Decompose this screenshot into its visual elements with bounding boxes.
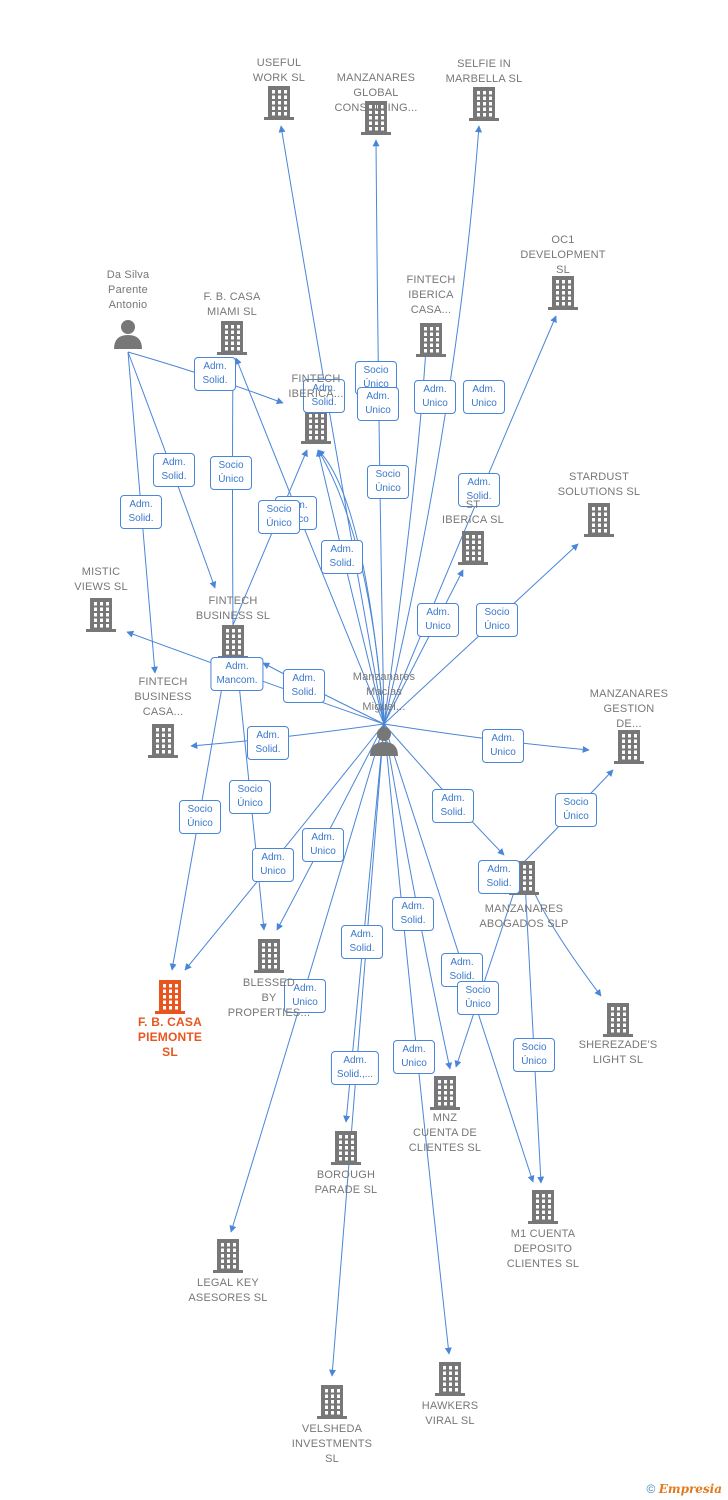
node-label-fbmiami[interactable]: F. B. CASA MIAMI SL	[203, 291, 261, 318]
edge-manzanares-to-blessed	[276, 723, 385, 931]
building-icon[interactable]	[217, 321, 247, 355]
empresia-logo: Empresia	[658, 1482, 722, 1496]
edge-label-adm-unico[interactable]: Adm. Unico	[284, 979, 326, 1013]
node-label-m1[interactable]: M1 CUENTA DEPOSITO CLIENTES SL	[506, 1228, 580, 1270]
edge-label-adm-unico[interactable]: Adm. Unico	[463, 380, 505, 414]
edge-manzanares-to-fintibcasa	[383, 329, 431, 725]
edge-label-adm-unico[interactable]: Adm. Unico	[302, 828, 344, 862]
node-label-selfie[interactable]: SELFIE IN MARBELLA SL	[445, 58, 523, 85]
node-label-fintbuscasa[interactable]: FINTECH BUSINESS CASA...	[134, 676, 192, 718]
edge-label-adm-solid[interactable]: Adm. Solid.	[341, 925, 383, 959]
building-icon[interactable]	[458, 531, 488, 565]
node-label-mnz[interactable]: MNZ CUENTA DE CLIENTES SL	[408, 1112, 482, 1154]
building-icon[interactable]	[435, 1362, 465, 1396]
building-icon[interactable]	[603, 1003, 633, 1037]
edge-label-socio-nico[interactable]: Socio Único	[555, 793, 597, 827]
building-icon[interactable]	[584, 503, 614, 537]
edge-label-adm-unico[interactable]: Adm. Unico	[252, 848, 294, 882]
building-icon[interactable]	[148, 724, 178, 758]
edge-label-adm-solid[interactable]: Adm. Solid.,...	[330, 1051, 380, 1085]
node-label-hawkers[interactable]: HAWKERS VIRAL SL	[421, 1400, 479, 1427]
node-label-fbpiemonte[interactable]: F. B. CASA PIEMONTE SL	[137, 1015, 203, 1059]
building-icon[interactable]	[361, 101, 391, 135]
building-icon[interactable]	[528, 1190, 558, 1224]
edge-label-socio-nico[interactable]: Socio Único	[513, 1038, 555, 1072]
edge-label-socio-nico[interactable]: Socio Único	[210, 456, 252, 490]
node-label-mabogados[interactable]: MANZANARES ABOGADOS SLP	[479, 903, 569, 930]
node-label-sherezade[interactable]: SHEREZADE'S LIGHT SL	[578, 1039, 658, 1066]
node-label-fintibcasa[interactable]: FINTECH IBERICA CASA...	[406, 274, 456, 316]
building-icon[interactable]	[254, 939, 284, 973]
node-label-legalkey[interactable]: LEGAL KEY ASESORES SL	[188, 1277, 268, 1304]
edge-mabogados-to-m1	[523, 861, 545, 1184]
edge-label-adm-unico[interactable]: Adm. Unico	[414, 380, 456, 414]
building-icon[interactable]	[155, 980, 185, 1014]
node-label-mgestion[interactable]: MANZANARES GESTION DE...	[589, 688, 669, 730]
edge-fintbus-to-fbmiami	[229, 359, 237, 626]
edge-label-socio-nico[interactable]: Socio Único	[258, 500, 300, 534]
node-label-useful[interactable]: USEFUL WORK SL	[252, 57, 306, 84]
edge-label-adm-solid[interactable]: Adm. Solid.	[458, 473, 500, 507]
edge-label-adm-solid[interactable]: Adm. Solid.	[432, 789, 474, 823]
edge-label-adm-unico[interactable]: Adm. Unico	[393, 1040, 435, 1074]
edge-label-adm-solid[interactable]: Adm. Solid.	[194, 357, 236, 391]
edge-label-adm-solid[interactable]: Adm. Solid.	[120, 495, 162, 529]
node-label-stardust[interactable]: STARDUST SOLUTIONS SL	[557, 471, 641, 498]
node-label-mistic[interactable]: MISTIC VIEWS SL	[74, 566, 128, 593]
edge-label-adm-solid[interactable]: Adm. Solid.	[153, 453, 195, 487]
edge-label-socio-nico[interactable]: Socio Único	[229, 780, 271, 814]
node-label-mglobal[interactable]: MANZANARES GLOBAL CONSULTING...	[334, 72, 418, 114]
edge-label-adm-unico[interactable]: Adm. Unico	[357, 387, 399, 421]
node-label-dasilva[interactable]: Da Silva Parente Antonio	[106, 269, 150, 311]
edge-label-adm-solid[interactable]: Adm. Solid.	[303, 379, 345, 413]
person-icon[interactable]	[370, 727, 398, 756]
building-icon[interactable]	[86, 598, 116, 632]
edge-manzanares-to-stiberica	[383, 569, 464, 725]
edge-manzanares-to-fintib	[316, 449, 385, 725]
node-label-velsheda[interactable]: VELSHEDA INVESTMENTS SL	[291, 1423, 373, 1465]
node-label-fintbus[interactable]: FINTECH BUSINESS SL	[195, 595, 271, 622]
building-icon[interactable]	[469, 87, 499, 121]
edge-label-socio-nico[interactable]: Socio Único	[179, 800, 221, 834]
building-icon[interactable]	[218, 625, 248, 659]
building-icon[interactable]	[331, 1131, 361, 1165]
edge-label-socio-nico[interactable]: Socio Único	[367, 465, 409, 499]
edge-manzanares-to-useful	[278, 125, 385, 725]
node-label-manzanares[interactable]: Manzanares Macias Miguel...	[352, 671, 416, 713]
edge-manzanares-to-oc1	[383, 315, 557, 725]
node-label-fintib[interactable]: FINTECH IBERICA...	[288, 373, 344, 400]
edge-label-adm-solid[interactable]: Adm. Solid.	[283, 669, 325, 703]
building-icon[interactable]	[614, 730, 644, 764]
node-label-blessed[interactable]: BLESSED BY PROPERTIES...	[227, 977, 311, 1019]
building-icon[interactable]	[548, 276, 578, 310]
edge-label-adm-unico[interactable]: Adm. Unico	[482, 729, 524, 763]
edge-manzanares-to-selfie	[383, 125, 483, 725]
edge-label-adm-solid[interactable]: Adm. Solid.	[478, 860, 520, 894]
building-icon[interactable]	[430, 1076, 460, 1110]
node-label-stiberica[interactable]: ST IBERICA SL	[442, 499, 504, 526]
person-icon[interactable]	[114, 320, 142, 349]
edge-label-adm-mancom[interactable]: Adm. Mancom.	[210, 657, 264, 691]
building-icon[interactable]	[317, 1385, 347, 1419]
edge-label-adm-solid[interactable]: Adm. Solid.	[392, 897, 434, 931]
edge-label-socio-nico[interactable]: Socio Único	[457, 981, 499, 1015]
copyright-symbol: ©	[646, 1482, 656, 1496]
edge-manzanares-to-mglobal	[372, 139, 385, 725]
edge-label-adm-solid[interactable]: Adm. Solid.	[247, 726, 289, 760]
building-icon[interactable]	[213, 1239, 243, 1273]
edge-manzanares-to-fbmiami	[235, 357, 385, 725]
building-icon[interactable]	[301, 410, 331, 444]
edge-label-socio-nico[interactable]: Socio Único	[476, 603, 518, 637]
node-label-borough[interactable]: BOROUGH PARADE SL	[314, 1169, 378, 1196]
node-label-oc1[interactable]: OC1 DEVELOPMENT SL	[520, 234, 606, 276]
footer-brand[interactable]: © Empresia	[647, 1482, 722, 1496]
edge-manzanares-to-velsheda	[328, 723, 385, 1377]
edge-label-adm-unico[interactable]: Adm. Unico	[417, 603, 459, 637]
building-icon[interactable]	[416, 323, 446, 357]
edge-label-adm-solid[interactable]: Adm. Solid.	[321, 540, 363, 574]
building-icon[interactable]	[264, 86, 294, 120]
